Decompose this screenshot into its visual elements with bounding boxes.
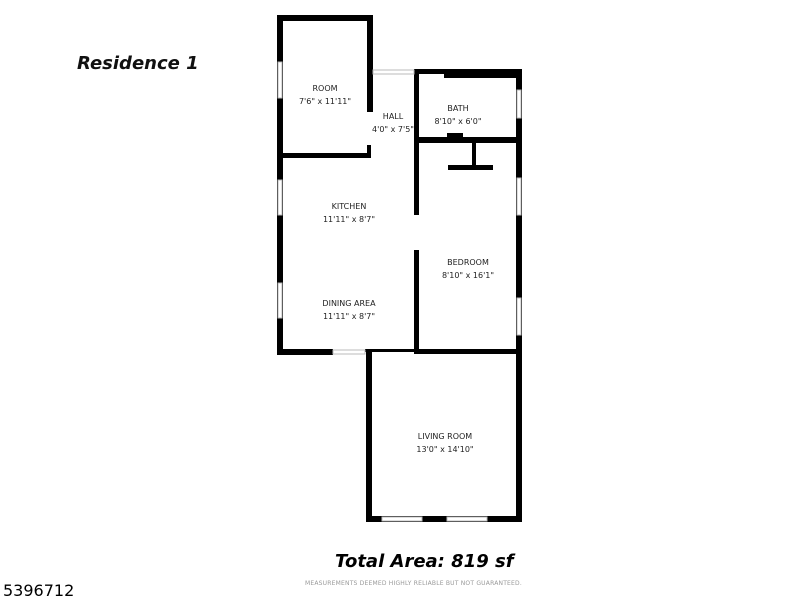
- total-area: Total Area: 819 sf: [335, 551, 514, 572]
- plan-title: Residence 1: [77, 53, 199, 74]
- listing-id: 5396712: [3, 581, 75, 600]
- disclaimer: MEASUREMENTS DEEMED HIGHLY RELIABLE BUT …: [305, 580, 522, 587]
- windows: [277, 61, 522, 522]
